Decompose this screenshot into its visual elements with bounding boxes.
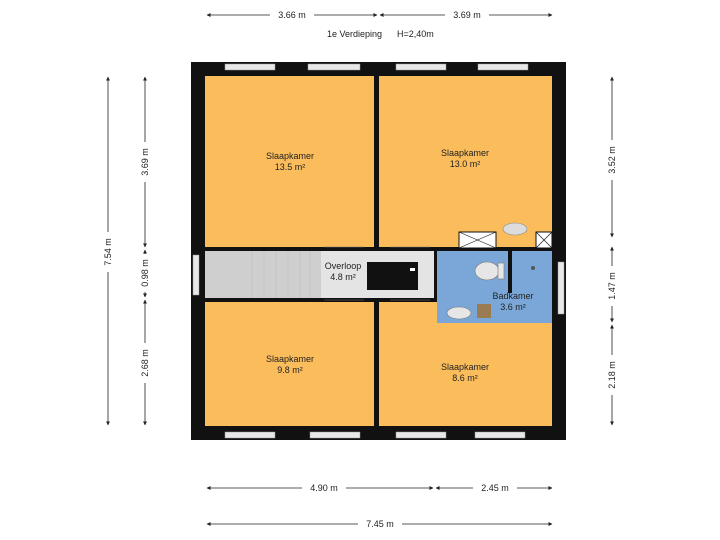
dim-right-3: 2.18 m [607,361,617,389]
dim-left-2: 0.98 m [140,259,150,287]
dim-right-2: 1.47 m [607,272,617,300]
room-name: Badkamer [492,291,533,301]
dim-top-left: 3.66 m [278,10,306,20]
dim-bottom-total: 7.45 m [366,519,394,529]
toilet-icon [474,261,500,281]
room-name: Overloop [325,261,362,271]
room-bathroom: Badkamer 3.6 m² [492,291,533,312]
dim-right-1: 3.52 m [607,146,617,174]
room-bedroom-2: Slaapkamer 13.0 m² [441,148,489,169]
room-name: Slaapkamer [266,354,314,364]
cabinet-icon [477,304,491,318]
sink-bottom-icon [446,306,472,320]
room-name: Slaapkamer [266,151,314,161]
dim-left-total: 7.54 m [103,238,113,266]
room-bedroom-4: Slaapkamer 8.6 m² [441,362,489,383]
dim-bottom-left: 4.90 m [310,483,338,493]
room-area: 4.8 m² [330,272,356,282]
floor-title: 1e Verdieping [327,29,382,39]
bedroom-top-left-floor [205,76,374,247]
room-name: Slaapkamer [441,148,489,158]
stair-opening [367,262,418,290]
bathroom-inner-wall [508,251,512,293]
left-total-dimension: 7.54 m [101,76,115,426]
sink-top-icon [502,222,528,236]
stairs-left [205,251,321,298]
room-name: Slaapkamer [441,362,489,372]
windows-bottom [224,431,526,439]
top-dimensions: 3.66 m 3.69 m [206,9,553,21]
door-openings [324,246,430,301]
ceiling-height: H=2,40m [397,29,434,39]
room-area: 3.6 m² [500,302,526,312]
bottom-dimensions: 4.90 m 2.45 m 7.45 m [206,482,553,530]
drain-icon [531,266,535,270]
room-area: 13.5 m² [275,162,306,172]
right-dimensions: 3.52 m 1.47 m 2.18 m [605,76,619,426]
room-hallway: Overloop 4.8 m² [325,261,362,282]
dim-left-1: 3.69 m [140,148,150,176]
stair-treads [251,251,311,298]
window-left-side [192,254,200,296]
bedroom-bottom-left-floor [205,302,374,426]
windows-top [224,63,529,71]
bedroom-top-right-floor [379,76,552,247]
room-bedroom-3: Slaapkamer 9.8 m² [266,354,314,375]
dim-left-3: 2.68 m [140,349,150,377]
dim-bottom-right: 2.45 m [481,483,509,493]
room-area: 8.6 m² [452,373,478,383]
window-right-side [557,261,565,315]
room-area: 13.0 m² [450,159,481,169]
room-bedroom-1: Slaapkamer 13.5 m² [266,151,314,172]
room-area: 9.8 m² [277,365,303,375]
dim-top-right: 3.69 m [453,10,481,20]
left-dimensions: 3.69 m 0.98 m 2.68 m [138,76,152,426]
